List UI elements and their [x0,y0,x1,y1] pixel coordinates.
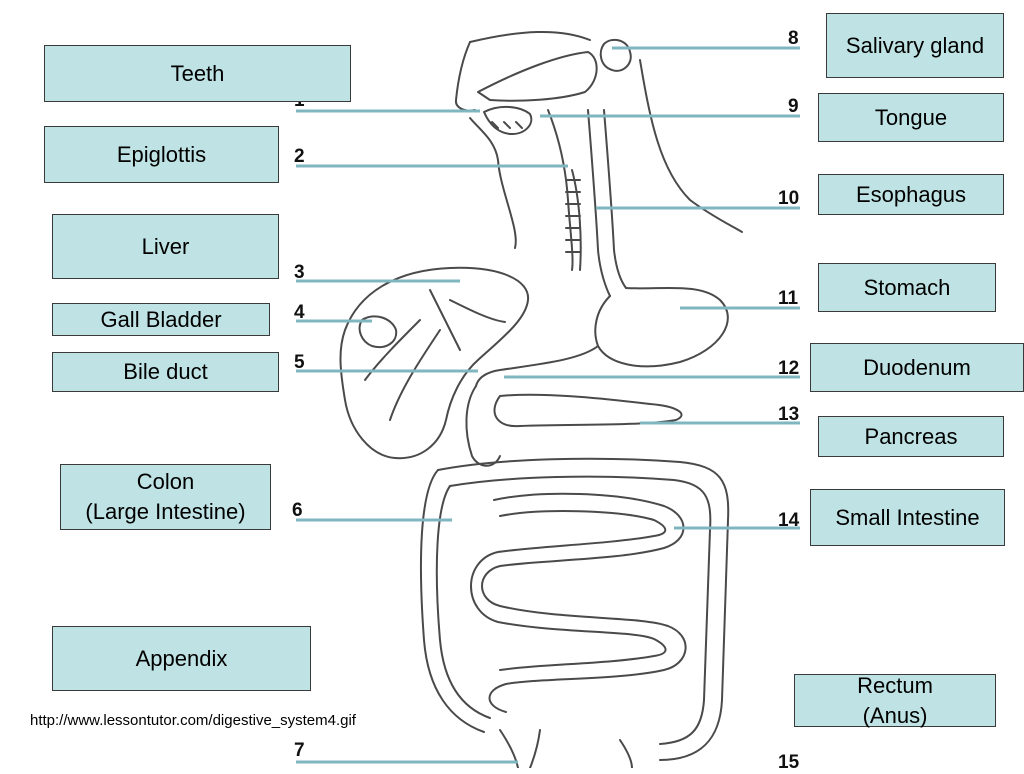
leader-lines [296,46,800,764]
ascending-colon-outer [419,469,485,733]
salivary-gland-shape [599,38,632,72]
trachea-back [571,169,582,271]
colon-inner [449,475,712,745]
number-15: 15 [778,752,800,773]
number-7: 7 [294,740,305,761]
nose-outline [454,41,476,112]
label-bile-duct[interactable]: Bile duct [52,352,279,392]
stomach-shape [594,286,729,368]
esophagus-left-wall [587,109,611,297]
label-salivary-gland[interactable]: Salivary gland [826,13,1004,78]
trachea-front [547,109,574,271]
number-8: 8 [788,28,799,49]
number-13: 13 [778,404,800,425]
trachea-rings [565,179,581,253]
source-url: http://www.lessontutor.com/digestive_sys… [30,712,356,729]
ascending-colon-inner [435,485,491,719]
liver-vessels [364,289,506,421]
label-epiglottis[interactable]: Epiglottis [44,126,279,183]
gall-bladder-shape [358,315,398,348]
colon-outer [437,457,730,761]
duodenum-shape [465,385,501,467]
label-teeth[interactable]: Teeth [44,45,351,102]
number-9: 9 [788,96,799,117]
small-intestine-outer [481,492,687,713]
label-small-intestine[interactable]: Small Intestine [810,489,1005,546]
number-2: 2 [294,146,305,167]
number-3: 3 [294,262,305,283]
label-stomach[interactable]: Stomach [818,263,996,312]
esophagus-right-wall [603,109,627,289]
number-6: 6 [292,500,303,521]
pancreas-shape [493,393,683,428]
label-liver[interactable]: Liver [52,214,279,279]
number-14: 14 [778,510,800,531]
small-intestine-inner [470,510,667,671]
chin-outline [469,117,517,249]
number-10: 10 [778,188,800,209]
label-duodenum[interactable]: Duodenum [810,343,1024,392]
appendix-area-outline [619,739,633,768]
pylorus [475,345,599,387]
label-gall-bladder[interactable]: Gall Bladder [52,303,270,336]
palate [477,51,598,102]
label-appendix[interactable]: Appendix [52,626,311,691]
label-esophagus[interactable]: Esophagus [818,174,1004,215]
label-rectum[interactable]: Rectum (Anus) [794,673,996,728]
back-of-neck-outline [639,59,743,233]
label-pancreas[interactable]: Pancreas [818,416,1004,457]
number-5: 5 [294,352,305,373]
number-4: 4 [294,302,305,323]
label-tongue[interactable]: Tongue [818,93,1004,142]
head-top-outline [469,31,591,43]
rectum-shape [499,729,541,768]
number-11: 11 [778,288,799,309]
tongue-shape [483,106,533,135]
number-12: 12 [778,358,800,379]
teeth-marks [491,121,523,129]
label-colon[interactable]: Colon (Large Intestine) [60,464,271,530]
